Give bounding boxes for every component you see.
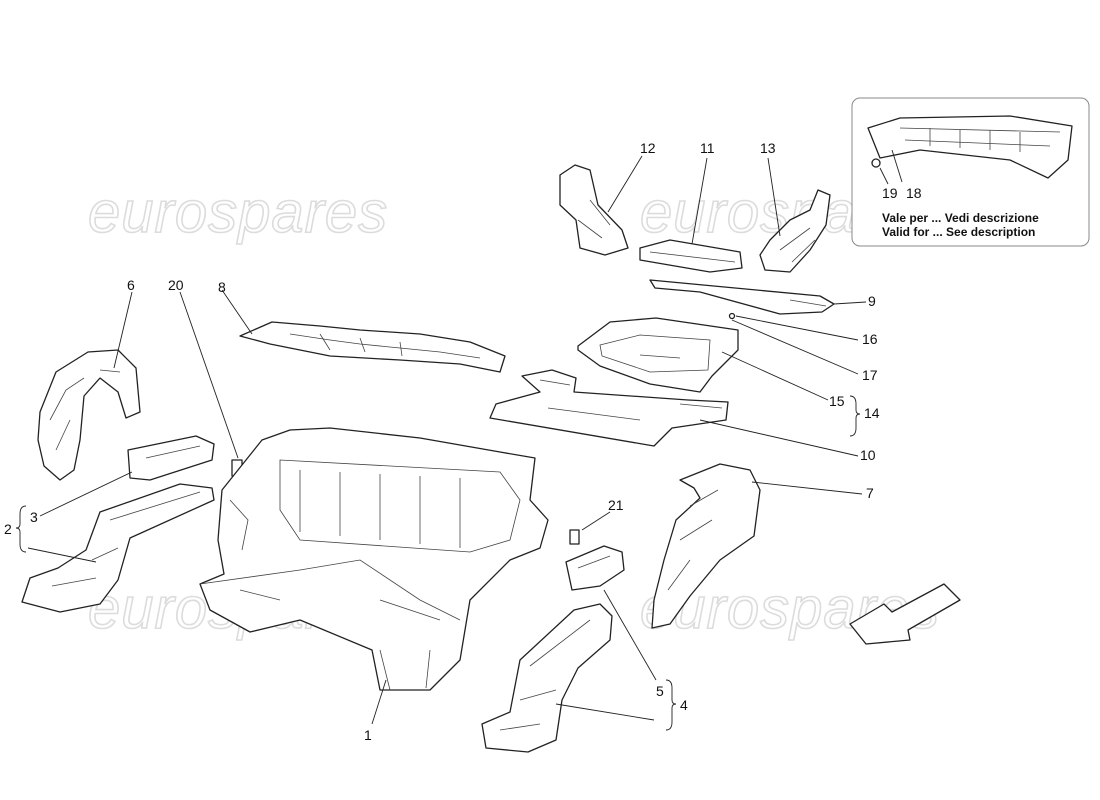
inset-panel: 19 18 Vale per ... Vedi descrizione Vali… <box>851 97 1090 247</box>
part-20-clip: 20 <box>168 277 243 477</box>
callout-18: 18 <box>906 185 922 201</box>
callout-5: 5 <box>656 683 664 699</box>
part-4-longitudinal-right: 4 <box>481 603 688 753</box>
part-6-wheel-arch-left: 6 <box>37 277 141 481</box>
part-3-rail-left: 3 <box>30 435 215 525</box>
part-5-rail-right: 5 <box>565 545 664 699</box>
callout-9: 9 <box>868 293 876 309</box>
part-10-floor-panel: 10 <box>489 369 876 463</box>
callout-3: 3 <box>30 509 38 525</box>
part-2-longitudinal-left: 2 <box>4 483 215 613</box>
part-8-parcel-shelf: 8 <box>218 279 506 373</box>
callout-4: 4 <box>680 697 688 713</box>
callout-2: 2 <box>4 521 12 537</box>
callout-7: 7 <box>866 485 874 501</box>
callout-13: 13 <box>760 140 776 156</box>
part-9-strip: 9 <box>649 279 876 315</box>
inset-note-english: Valid for ... See description <box>882 225 1035 239</box>
inset-crossmember <box>867 115 1073 179</box>
callout-20: 20 <box>168 277 184 293</box>
part-1-rear-body: 1 <box>199 427 549 743</box>
part-11-plate: 11 <box>639 140 743 273</box>
inset-note-italian: Vale per ... Vedi descrizione <box>882 211 1039 225</box>
part-7-wheel-arch-right: 7 <box>651 463 874 629</box>
callout-21: 21 <box>608 497 624 513</box>
part-15-tub: 16 17 15 14 <box>577 312 880 437</box>
callout-8: 8 <box>218 279 226 295</box>
callout-12: 12 <box>640 140 656 156</box>
part-13-bracket: 13 <box>759 140 831 273</box>
callout-16: 16 <box>862 331 878 347</box>
part-12-bracket: 12 <box>559 140 656 256</box>
callout-11: 11 <box>700 140 715 156</box>
callout-6: 6 <box>127 277 135 293</box>
part-21-clip: 21 <box>569 497 624 545</box>
callout-14: 14 <box>864 405 880 421</box>
direction-arrow <box>849 583 961 645</box>
inset-nut-19 <box>871 158 881 168</box>
callout-17: 17 <box>862 367 878 383</box>
callout-19: 19 <box>882 185 898 201</box>
watermark-top-left: eurospares <box>88 180 388 245</box>
callout-15: 15 <box>829 393 845 409</box>
callout-10: 10 <box>860 447 876 463</box>
callout-1: 1 <box>364 727 372 743</box>
